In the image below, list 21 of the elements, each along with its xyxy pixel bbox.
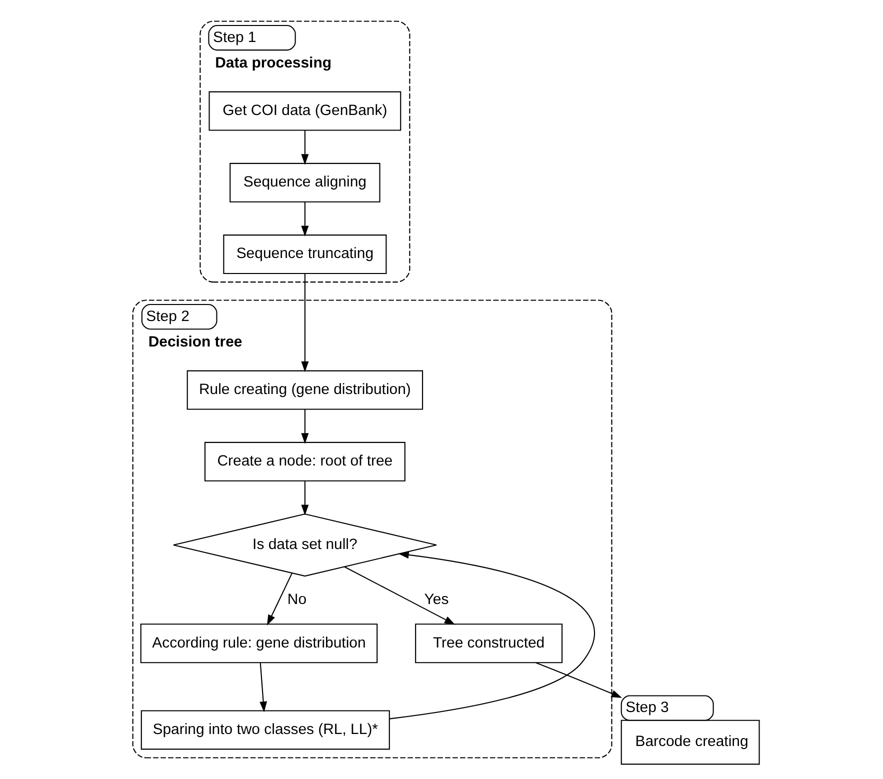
arrow — [301, 274, 309, 372]
arrow — [301, 481, 309, 516]
arrow — [301, 130, 309, 165]
node-box: Rule creating (gene distribution) — [186, 370, 424, 410]
node-box: Tree constructed — [415, 624, 563, 664]
arrow — [260, 662, 268, 712]
arrow — [536, 662, 622, 698]
node-box: According rule: gene distribution — [140, 624, 378, 664]
arrow — [344, 566, 456, 625]
arrow — [301, 202, 309, 236]
node-box: Get COI data (GenBank) — [208, 91, 402, 131]
edge-label: No — [287, 591, 307, 608]
node-box: Sparing into two classes (RL, LL)* — [140, 710, 390, 750]
arrow — [266, 573, 292, 626]
arrow — [301, 409, 309, 444]
edge-label: Yes — [424, 591, 449, 608]
node-box: Sequence aligning — [230, 162, 380, 202]
node-diamond: Is data set null? — [172, 514, 437, 577]
node-box: Create a node: root of tree — [204, 442, 406, 482]
node-box: Sequence truncating — [223, 234, 387, 274]
arrow — [389, 551, 595, 720]
